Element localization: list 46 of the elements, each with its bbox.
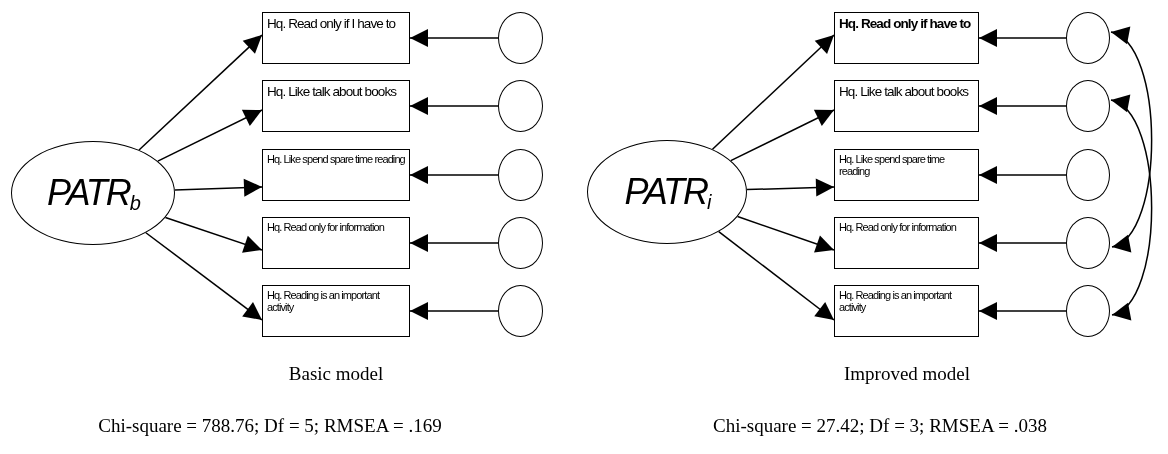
arrow [409,302,499,320]
indicator-box: Hq. Read only for information [834,217,979,269]
error-circle [498,80,543,132]
arrow [409,166,499,184]
arrow [978,234,1067,252]
arrow [978,166,1067,184]
arrow [174,178,263,197]
indicator-box: Hq. Read only for information [262,217,410,269]
arrow [978,97,1067,115]
indicator-box: Hq. Read only if have to [834,12,979,64]
arrow [138,34,263,151]
arrow [145,232,263,321]
error-circle [498,217,543,269]
error-circle [498,285,543,337]
arrow [409,29,499,47]
indicator-box: Hq. Read only if I have to [262,12,410,64]
arrow [730,109,835,162]
indicator-box: Hq. Like spend spare time reading [262,149,410,201]
indicator-box: Hq. Reading is an important activity [834,285,979,337]
arrow [711,34,835,150]
arrow [409,234,499,252]
arrow [718,230,835,321]
indicator-box: Hq. Like spend spare time reading [834,149,979,201]
arrow [978,302,1067,320]
arrow [164,216,263,253]
arrow [736,215,835,253]
indicator-box: Hq. Like talk about books [262,80,410,132]
error-circle [1066,285,1110,337]
model-caption: Basic model [288,363,384,385]
error-circle [498,12,543,64]
indicator-box: Hq. Reading is an important activity [262,285,410,337]
fit-statistics: Chi-square = 27.42; Df = 3; RMSEA = .038 [713,415,1047,437]
error-circle [1066,217,1110,269]
error-circle [498,149,543,201]
error-circle [1066,149,1110,201]
model-caption: Improved model [843,363,971,385]
arrow [409,97,499,115]
fit-statistics: Chi-square = 788.76; Df = 5; RMSEA = .169 [98,415,442,437]
arrow [978,29,1067,47]
arrow [746,178,835,197]
latent-ellipse: PATR$_{b}$ [11,141,175,245]
indicator-box: Hq. Like talk about books [834,80,979,132]
latent-ellipse: PATR$_{i}$ [587,140,747,244]
arrow [157,109,263,162]
error-circle [1066,80,1110,132]
error-circle [1066,12,1110,64]
